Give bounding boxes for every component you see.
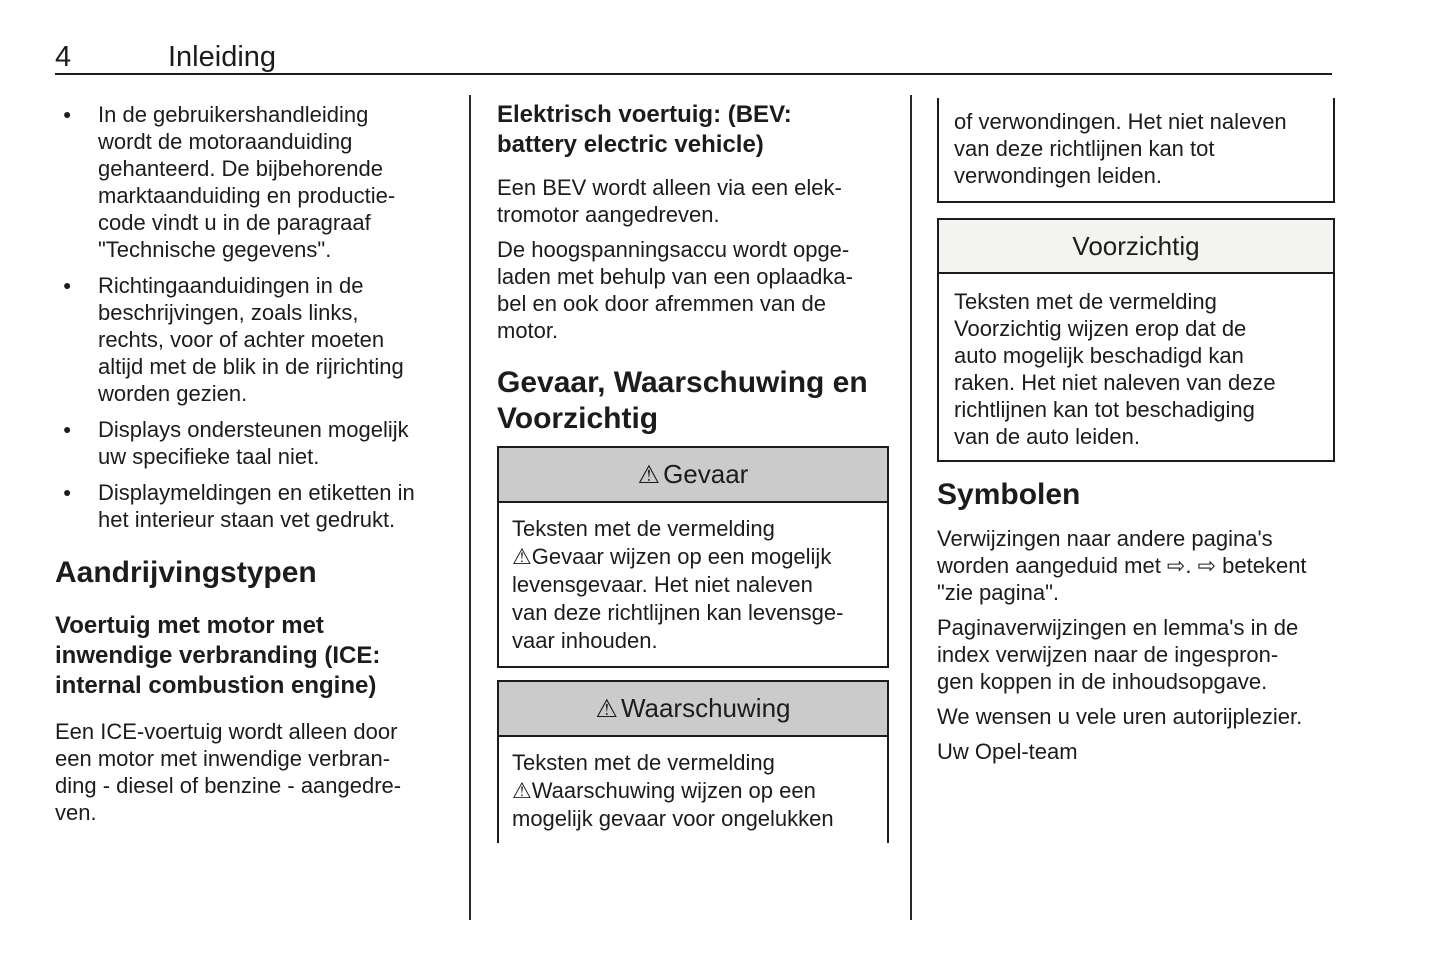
section-heading-symbolen: Symbolen [937,478,1081,511]
column-divider-2 [910,95,912,920]
list-item: ● Displays ondersteunen mogelijk uw spec… [55,416,453,470]
danger-box-title: Gevaar [663,459,749,489]
warning-triangle-icon: ⚠ [595,694,618,723]
warning-box-title: Waarschuwing [620,693,791,723]
list-item: ● Richtingaanduidingen in de beschrijvin… [55,272,453,407]
column-1: ● In de gebruikershandleiding wordt de m… [55,101,453,834]
section-heading-gevaar-waarschuwing: Gevaar, Waarschuwing en Voorzichtig [497,366,868,435]
paragraph-symbolen-1: Verwijzingen naar andere pagina's worden… [937,526,1307,605]
warning-box-header: ⚠ Waarschuwing [499,682,887,737]
danger-box: ⚠ Gevaar Teksten met de vermelding ⚠Geva… [497,446,889,668]
bullet-icon: ● [63,421,72,437]
bullet-icon: ● [63,277,72,293]
caution-box: Voorzichtig Teksten met de vermelding Vo… [937,218,1335,462]
paragraph-signature: Uw Opel-team [937,739,1078,764]
danger-box-header: ⚠ Gevaar [499,448,887,503]
warning-box-text: Teksten met de vermelding ⚠Waarschuwing … [512,750,834,831]
bullet-icon: ● [63,484,72,500]
list-item-text: In de gebruikershandleiding wordt de mot… [98,102,396,262]
paragraph-bev-1: Een BEV wordt alleen via een elek- tromo… [497,175,842,227]
caution-box-title: Voorzichtig [1072,230,1200,261]
list-item-text: Displaymeldingen en etiketten in het int… [98,480,415,532]
list-item-text: Displays ondersteunen mogelijk uw specif… [98,417,409,469]
section-heading-aandrijvingstypen: Aandrijvingstypen [55,556,317,589]
column-divider-1 [469,95,471,920]
column-3: of verwondingen. Het niet naleven van de… [937,98,1335,773]
list-item-text: Richtingaanduidingen in de beschrijvinge… [98,273,404,406]
paragraph-ice: Een ICE-voertuig wordt alleen door een m… [55,719,402,825]
list-item: ● Displaymeldingen en etiketten in het i… [55,479,453,533]
page-number: 4 [55,41,72,73]
list-item: ● In de gebruikershandleiding wordt de m… [55,101,453,263]
paragraph-symbolen-2: Paginaverwijzingen en lemma's in de inde… [937,615,1299,694]
paragraph-wish: We wensen u vele uren autorijplezier. [937,704,1303,729]
caution-box-text: Teksten met de vermelding Voorzichtig wi… [954,289,1276,449]
subsection-heading-bev: Elektrisch voertuig: (BEV: battery elect… [497,101,792,158]
caution-box-header: Voorzichtig [939,220,1333,274]
warning-continuation-box: of verwondingen. Het niet naleven van de… [937,98,1335,203]
subsection-heading-ice: Voertuig met motor met inwendige verbran… [55,612,381,699]
warning-box: ⚠ Waarschuwing Teksten met de vermelding… [497,680,889,843]
warning-triangle-icon: ⚠ [637,460,661,489]
danger-box-text: Teksten met de vermelding ⚠Gevaar wijzen… [512,516,844,653]
chapter-title: Inleiding [168,41,277,73]
header-rule [55,73,1332,75]
paragraph-bev-2: De hoogspanningsaccu wordt opge- laden m… [497,237,853,343]
column-2: Elektrisch voertuig: (BEV: battery elect… [497,100,889,843]
bullet-icon: ● [63,106,72,122]
